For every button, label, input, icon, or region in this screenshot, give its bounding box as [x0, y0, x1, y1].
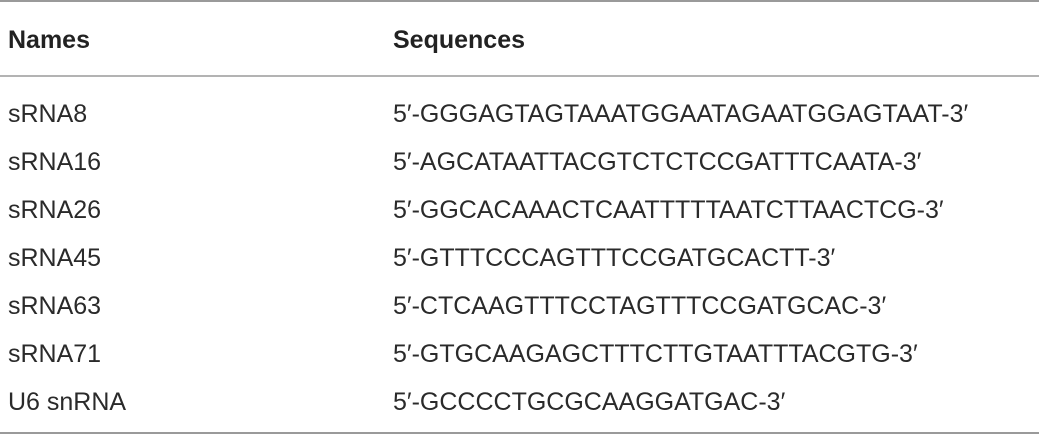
header-sequences: Sequences — [393, 26, 526, 54]
table-row: sRNA8 5′-GGGAGTAGTAAATGGAATAGAATGGAGTAAT… — [0, 98, 1039, 146]
table-row: sRNA63 5′-CTCAAGTTTCCTAGTTTCCGATGCAC-3′ — [0, 290, 1039, 338]
table-top-rule — [0, 0, 1039, 2]
row-name: U6 snRNA — [8, 388, 127, 416]
table-row: sRNA71 5′-GTGCAAGAGCTTTCTTGTAATTTACGTG-3… — [0, 338, 1039, 386]
row-sequence: 5′-AGCATAATTACGTCTCTCCGATTTCAATA-3′ — [393, 148, 922, 176]
row-sequence: 5′-GTGCAAGAGCTTTCTTGTAATTTACGTG-3′ — [393, 340, 918, 368]
table-header-rule — [0, 75, 1039, 77]
row-sequence: 5′-GCCCCTGCGCAAGGATGAC-3′ — [393, 388, 786, 416]
row-sequence: 5′-GGCACAAACTCAATTTTTAATCTTAACTCG-3′ — [393, 196, 944, 224]
table-row: U6 snRNA 5′-GCCCCTGCGCAAGGATGAC-3′ — [0, 386, 1039, 434]
table-row: sRNA45 5′-GTTTCCCAGTTTCCGATGCACTT-3′ — [0, 242, 1039, 290]
row-name: sRNA45 — [8, 244, 102, 272]
row-name: sRNA71 — [8, 340, 102, 368]
table-row: sRNA16 5′-AGCATAATTACGTCTCTCCGATTTCAATA-… — [0, 146, 1039, 194]
table-header-row: Names Sequences — [0, 26, 1039, 62]
table-body: sRNA8 5′-GGGAGTAGTAAATGGAATAGAATGGAGTAAT… — [0, 98, 1039, 434]
row-name: sRNA63 — [8, 292, 102, 320]
row-name: sRNA8 — [8, 100, 88, 128]
row-name: sRNA16 — [8, 148, 102, 176]
table-bottom-rule — [0, 432, 1039, 434]
row-sequence: 5′-GTTTCCCAGTTTCCGATGCACTT-3′ — [393, 244, 836, 272]
table-row: sRNA26 5′-GGCACAAACTCAATTTTTAATCTTAACTCG… — [0, 194, 1039, 242]
row-sequence: 5′-CTCAAGTTTCCTAGTTTCCGATGCAC-3′ — [393, 292, 887, 320]
row-name: sRNA26 — [8, 196, 102, 224]
row-sequence: 5′-GGGAGTAGTAAATGGAATAGAATGGAGTAAT-3′ — [393, 100, 969, 128]
header-names: Names — [8, 26, 90, 54]
